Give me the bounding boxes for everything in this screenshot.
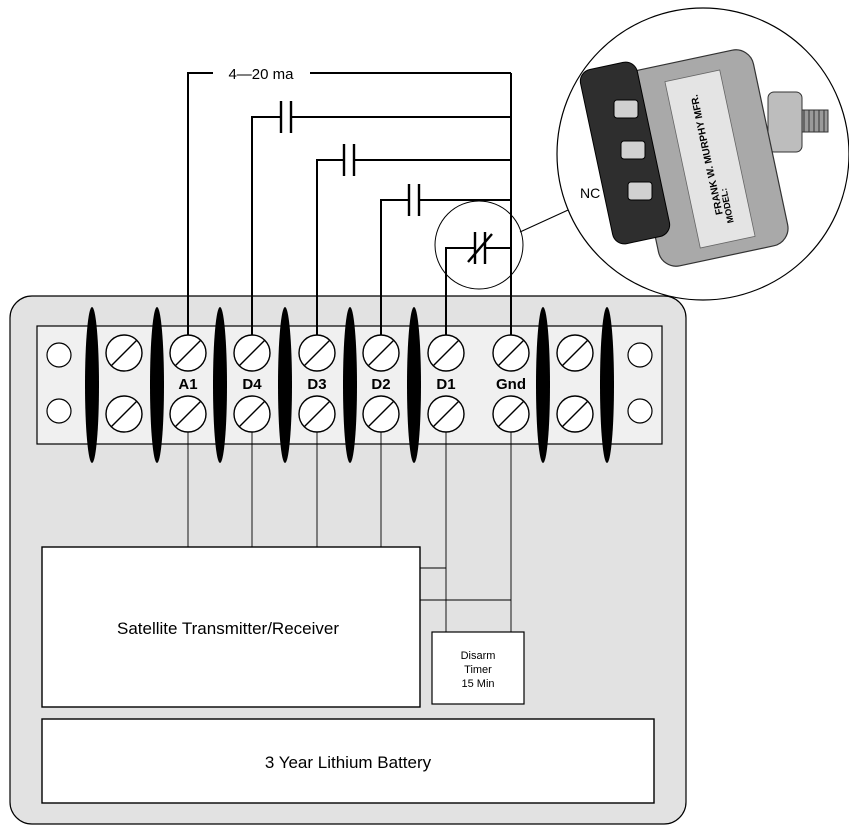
terminal-screw (298, 395, 336, 433)
wire-d4 (251, 116, 281, 335)
terminal-screw (556, 334, 594, 372)
pressure-switch-view: FRANK W. MURPHY MFR. MODEL: (556, 7, 849, 301)
terminal-screw (362, 395, 400, 433)
terminal-screw (556, 395, 594, 433)
terminal-screw (105, 395, 143, 433)
terminal-screw (492, 395, 530, 433)
normally-open-contact-d3 (342, 144, 356, 176)
normally-closed-contact-d1 (467, 232, 493, 264)
wire-d3 (316, 159, 344, 335)
terminal-separator (213, 307, 227, 463)
terminal-label-a1: A1 (178, 376, 197, 393)
switch-label-plate (664, 69, 756, 249)
terminal-screw (362, 334, 400, 372)
timer-label-line-2: Timer (464, 664, 492, 676)
terminal-label-gnd: Gnd (496, 376, 526, 393)
terminal-separator (150, 307, 164, 463)
callout-circle (434, 200, 524, 290)
terminal-label-d4: D4 (242, 376, 262, 393)
switch-hex-nut (767, 91, 803, 153)
terminal-screw (105, 334, 143, 372)
terminal-screw (298, 334, 336, 372)
transmitter-label: Satellite Transmitter/Receiver (117, 619, 339, 638)
terminal-separator (536, 307, 550, 463)
terminal-label-d2: D2 (371, 376, 390, 393)
mounting-hole (627, 342, 653, 368)
terminal-label-d3: D3 (307, 376, 326, 393)
terminal-label-d1: D1 (436, 376, 455, 393)
nc-label: NC (580, 185, 600, 201)
wire-a1-loop-left (187, 72, 213, 335)
terminal-screw (169, 334, 207, 372)
transmitter-box (41, 546, 421, 708)
switch-terminals (613, 99, 653, 201)
field-wiring (187, 72, 512, 335)
mounting-hole (627, 398, 653, 424)
terminal-screw (169, 395, 207, 433)
timer-label-line-1: Disarm (461, 650, 496, 662)
internal-wiring (187, 432, 512, 632)
terminal-separator (85, 307, 99, 463)
terminal-separator (278, 307, 292, 463)
terminal-screw (233, 395, 271, 433)
terminal-screw (233, 334, 271, 372)
timer-label-line-3: 15 Min (461, 678, 494, 690)
contact-symbols (279, 101, 493, 264)
wire-d1 (445, 247, 475, 335)
terminal-screw (492, 334, 530, 372)
terminal-separator (343, 307, 357, 463)
mounting-hole (46, 398, 72, 424)
battery-label: 3 Year Lithium Battery (265, 753, 432, 772)
terminal-strip: A1 D4 D3 D2 D1 Gnd (36, 307, 663, 463)
disarm-timer-box (431, 631, 525, 705)
normally-open-contact-d4 (279, 101, 293, 133)
terminal-separator (600, 307, 614, 463)
terminal-separator (407, 307, 421, 463)
terminal-screw (427, 395, 465, 433)
wire-d2 (380, 199, 409, 335)
terminal-screw (427, 334, 465, 372)
normally-open-contact-d2 (407, 184, 421, 216)
battery-box (41, 718, 655, 804)
mounting-hole (46, 342, 72, 368)
signal-label: 4—20 ma (228, 66, 294, 83)
